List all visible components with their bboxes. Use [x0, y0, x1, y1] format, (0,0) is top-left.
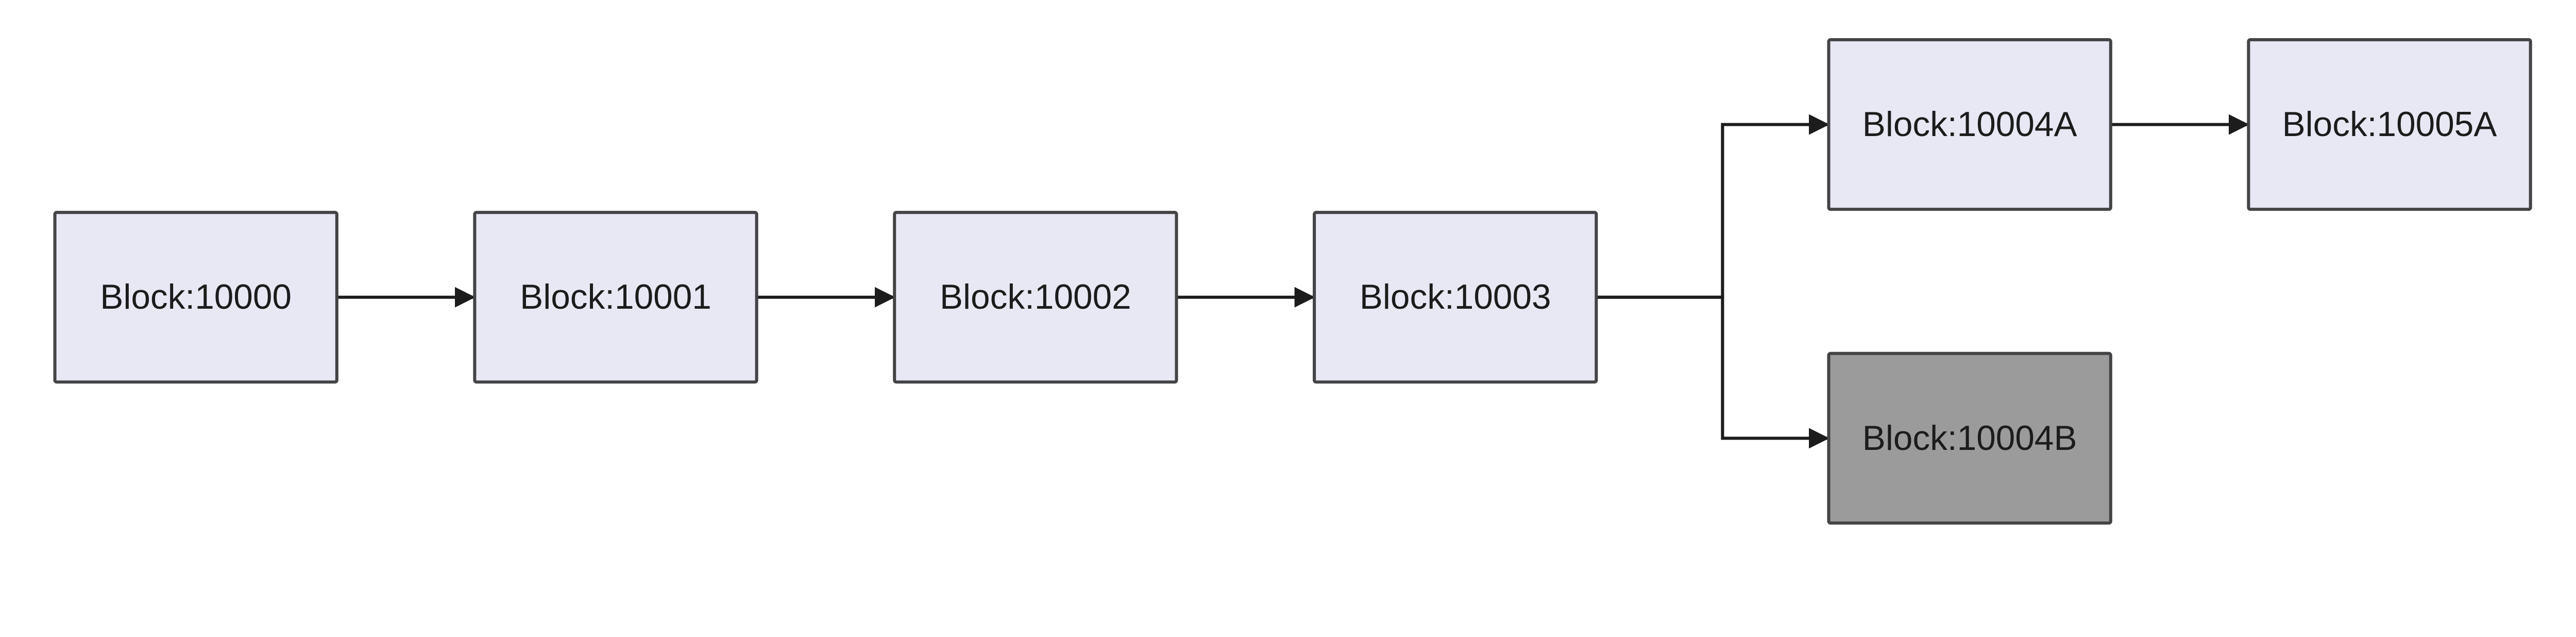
node-label: Block:10002 [940, 278, 1131, 316]
node-label: Block:10004B [1862, 419, 2077, 458]
node-label: Block:10003 [1360, 278, 1551, 316]
node-box [53, 211, 338, 384]
node-label: Block:10001 [520, 278, 711, 316]
node-b10004A: Block:10004A [1827, 38, 2112, 211]
node-b10002: Block:10002 [893, 211, 1178, 384]
node-box [893, 211, 1178, 384]
node-box [2247, 38, 2532, 211]
node-label: Block:10005A [2282, 105, 2497, 144]
node-b10003: Block:10003 [1313, 211, 1598, 384]
edge-b10003-to-b10004B [1596, 295, 1829, 449]
edge-b10003-to-b10004A [1596, 114, 1829, 299]
node-box [1313, 211, 1598, 384]
node-b10005A: Block:10005A [2247, 38, 2532, 211]
node-box [1827, 38, 2112, 211]
node-box [473, 211, 758, 384]
node-b10004B: Block:10004B [1827, 351, 2112, 525]
node-label: Block:10000 [100, 278, 292, 316]
node-label: Block:10004A [1862, 105, 2077, 144]
node-b10000: Block:10000 [53, 211, 338, 384]
edges-layer [336, 114, 2249, 449]
node-box [1827, 351, 2112, 525]
node-b10001: Block:10001 [473, 211, 758, 384]
